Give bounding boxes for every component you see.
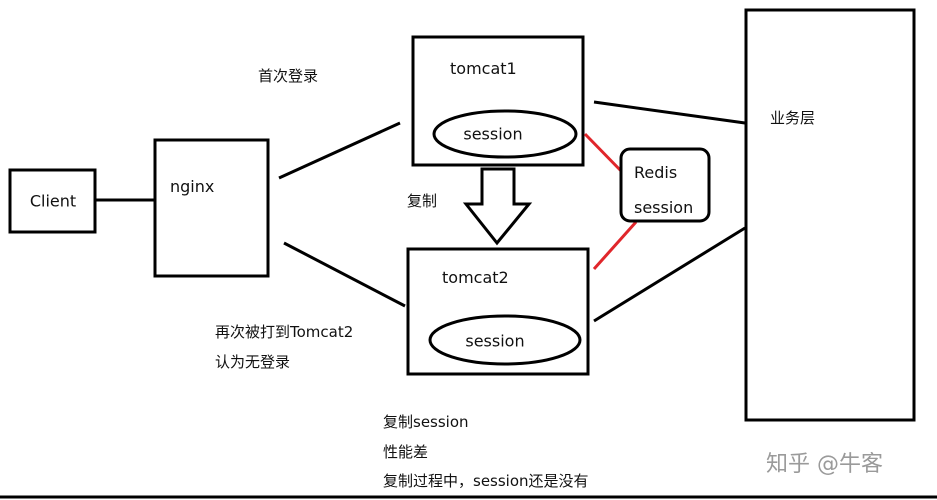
- copy-arrow: [462, 167, 533, 246]
- nginx-label: nginx: [170, 177, 214, 196]
- nginx-box: [153, 138, 270, 278]
- tomcat1-label: tomcat1: [450, 59, 517, 78]
- tomcat2-business-edge: [593, 226, 746, 323]
- tomcat2-session-ellipse: [428, 314, 582, 366]
- retry-label-line1: 再次被打到Tomcat2: [215, 323, 353, 341]
- nginx-tomcat2-edge: [283, 241, 406, 308]
- redis-session-label: session: [634, 198, 693, 217]
- redis-label: Redis: [634, 163, 677, 182]
- client-label: Client: [30, 192, 76, 211]
- copy-label: 复制: [407, 192, 437, 210]
- retry-label-line2: 认为无登录: [215, 353, 290, 371]
- tomcat2-label: tomcat2: [442, 268, 509, 287]
- watermark: 知乎 @牛客: [766, 452, 883, 477]
- tomcat1-business-edge: [593, 100, 746, 125]
- tomcat1-redis-edge: [583, 132, 627, 177]
- tomcat2-redis-edge: [592, 221, 638, 270]
- business-layer-label: 业务层: [770, 109, 815, 127]
- tomcat1-session-label: session: [463, 125, 522, 144]
- note-line-1: 复制session: [383, 413, 469, 431]
- nginx-tomcat1-edge: [278, 121, 401, 180]
- note-line-2: 性能差: [383, 443, 428, 461]
- first-login-label: 首次登录: [258, 67, 318, 85]
- tomcat2-session-label: session: [465, 332, 524, 351]
- tomcat1-session-ellipse: [432, 109, 578, 159]
- note-line-3: 复制过程中，session还是没有: [383, 472, 589, 490]
- business-layer-box: [744, 8, 916, 422]
- redis-session-box: [619, 147, 711, 223]
